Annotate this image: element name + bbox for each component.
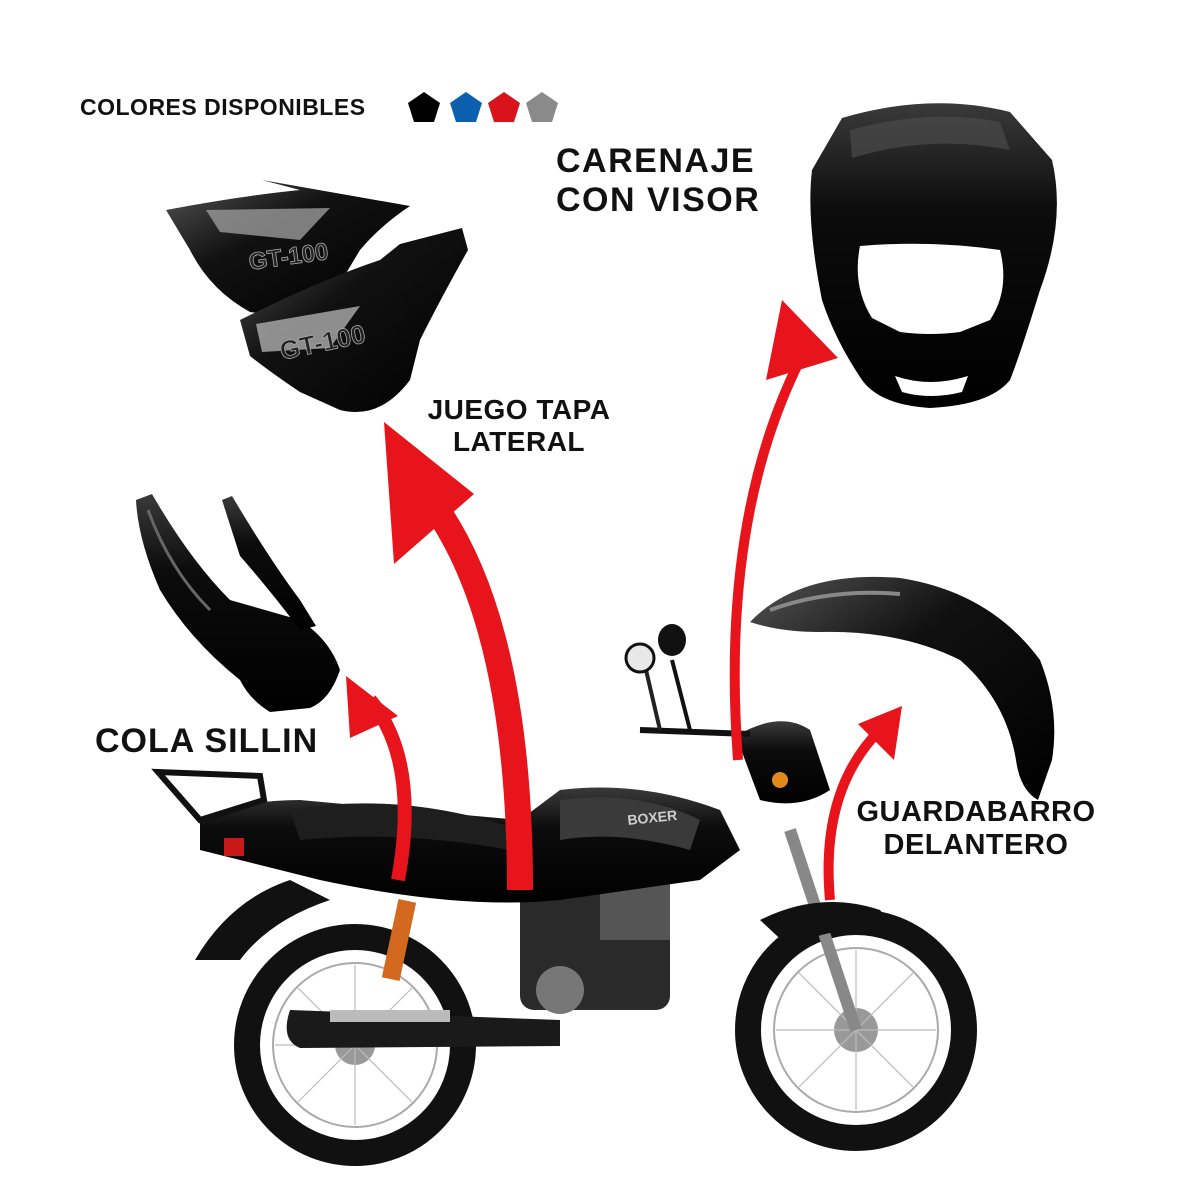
label-side-cover-line1: JUEGO TAPA [427, 394, 611, 425]
label-fairing: CARENAJE CON VISOR [556, 142, 760, 220]
label-front-fender: GUARDABARRO DELANTERO [846, 796, 1106, 863]
arrows [346, 300, 902, 901]
arrow-to-fender [823, 726, 884, 901]
label-front-fender-line2: DELANTERO [883, 829, 1069, 862]
color-swatches [408, 92, 558, 122]
label-front-fender-line1: GUARDABARRO [856, 796, 1096, 828]
motorcycle: BOXER [151, 624, 977, 1166]
arrow-to-fairing [729, 357, 805, 761]
fairing-part [810, 103, 1057, 408]
front-fender-part [750, 576, 1055, 800]
arrow-to-fender-head [858, 706, 902, 760]
colors-available-title: COLORES DISPONIBLES [80, 94, 366, 120]
tank-badge: BOXER [627, 807, 678, 828]
label-tail-cowl: COLA SILLIN [95, 722, 319, 760]
label-fairing-line1: CARENAJE [556, 142, 756, 180]
arrow-to-side-cover-head [384, 422, 474, 564]
arrow-to-fairing-head [766, 300, 838, 380]
swatch-blue [450, 92, 482, 122]
arrow-to-tail-cowl-head [346, 676, 398, 738]
label-side-cover: JUEGO TAPA LATERAL [416, 394, 622, 458]
arrow-to-side-cover [419, 492, 533, 891]
label-side-cover-line2: LATERAL [452, 426, 586, 458]
side-cover-part: GT-100 GT-100 [166, 180, 468, 412]
swatch-red [488, 92, 520, 122]
label-fairing-line2: CON VISOR [556, 181, 761, 220]
swatch-gray [526, 92, 558, 122]
swatch-black [408, 92, 440, 122]
tail-cowl-part [136, 494, 340, 712]
